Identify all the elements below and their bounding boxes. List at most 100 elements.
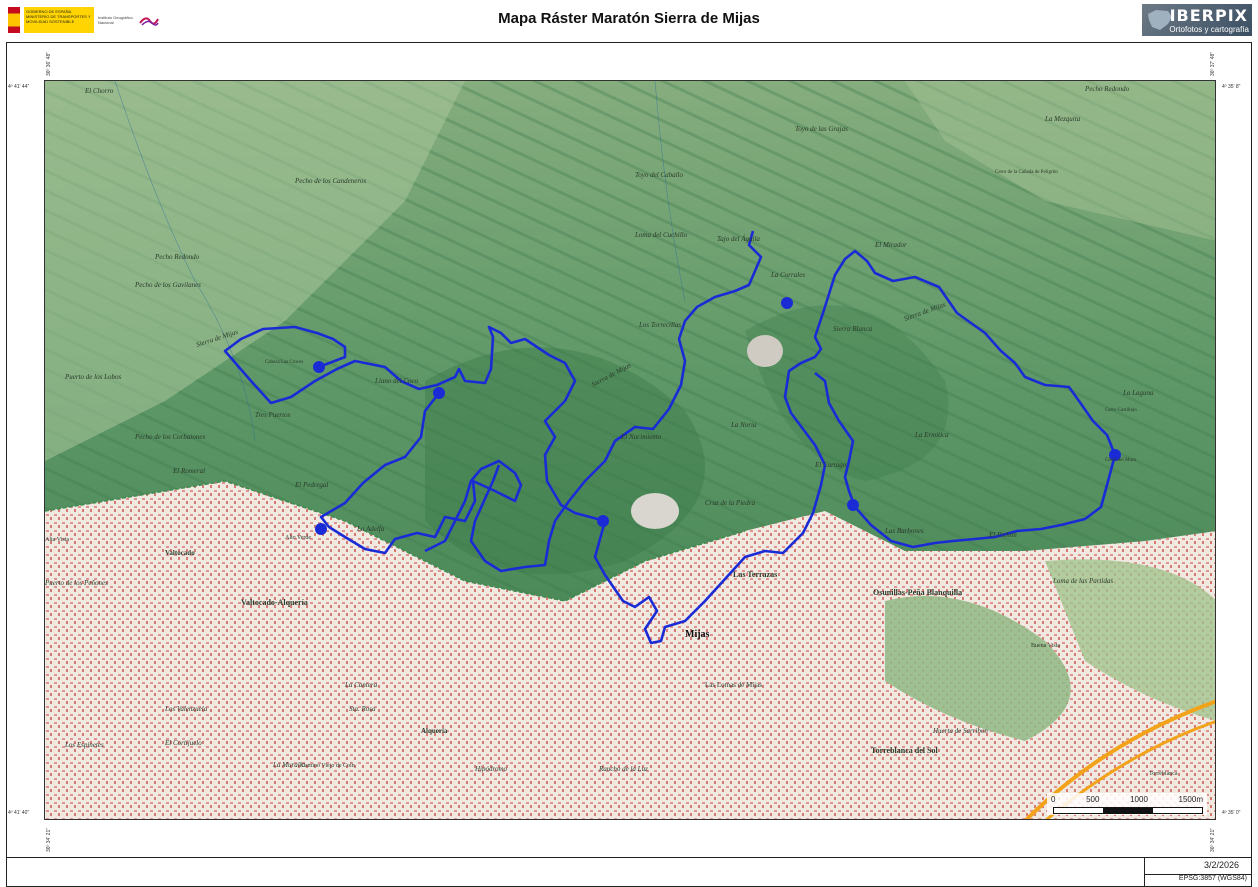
route-marker[interactable] xyxy=(315,523,327,535)
place-label: Alta Vista xyxy=(45,537,69,543)
map-viewport[interactable]: El Chorro Pecho de los Candeneros Toyo d… xyxy=(44,80,1216,820)
place-label: Pecho de los Candeneros xyxy=(294,177,366,185)
place-label: Las Terrazas xyxy=(733,570,777,579)
scale-label: 500 xyxy=(1086,795,1100,804)
terrain-light-nw xyxy=(45,81,465,461)
place-label: Cruz de la Piedra xyxy=(705,499,755,507)
place-labels: El Chorro Pecho de los Candeneros Toyo d… xyxy=(45,85,1178,777)
terrain-light-ne xyxy=(905,81,1215,241)
map-frame xyxy=(6,42,1252,858)
place-label: Pecho Redondo xyxy=(1084,85,1130,93)
place-label: Llano del Coco xyxy=(374,377,419,385)
place-label: El Nacimiento xyxy=(620,433,662,441)
place-label: Torreblanca del Sol xyxy=(871,746,938,755)
place-label: Loma de las Partidas xyxy=(1052,577,1113,585)
coord-left-top: 4º 41' 44" xyxy=(8,84,30,90)
green-patch-2 xyxy=(1045,559,1215,721)
place-label: Las Barbones xyxy=(884,527,924,535)
place-label: Rancho de la Luz xyxy=(598,765,648,773)
route-marker[interactable] xyxy=(847,499,859,511)
place-label: Toyo de las Grajas xyxy=(795,125,848,133)
coord-bottom-right-lat: 36º 34' 21" xyxy=(1210,827,1216,852)
scale-label: 1000 xyxy=(1130,795,1148,804)
route-path-central[interactable] xyxy=(469,230,763,573)
place-label: Torreblanca xyxy=(1149,771,1178,777)
place-label: El Pedregal xyxy=(294,481,328,489)
page-title: Mapa Ráster Maratón Sierra de Mijas xyxy=(498,10,760,27)
route-path[interactable] xyxy=(223,249,1117,645)
coord-left-bottom: 4º 41' 40" xyxy=(8,810,30,816)
green-patch xyxy=(885,596,1071,741)
coord-right-bottom: 4º 35' 0" xyxy=(1222,810,1241,816)
motorway-road xyxy=(1024,699,1215,819)
ign-text: Instituto Geográfico Nacional xyxy=(98,15,133,25)
place-label: El Cortijuelo xyxy=(164,739,202,747)
place-label: Valtocado xyxy=(165,549,195,557)
ministry-text: MINISTERIO DE TRANSPORTES Y MOVILIDAD SO… xyxy=(26,14,91,24)
urban-area xyxy=(45,481,1215,819)
quarry xyxy=(631,493,679,529)
place-label: Las Lomas de Mijas xyxy=(705,681,762,689)
raster-map: El Chorro Pecho de los Candeneros Toyo d… xyxy=(45,81,1215,819)
municipal-boundary xyxy=(45,480,746,602)
iberpix-logo-subtitle: Ortofotos y cartografía xyxy=(1169,25,1249,34)
route-path-west[interactable] xyxy=(319,392,523,555)
quarry-2 xyxy=(747,335,783,367)
gov-text: GOBIERNO DE ESPAÑA xyxy=(26,9,72,14)
place-label: La Cantera xyxy=(344,681,378,689)
route-marker[interactable] xyxy=(433,387,445,399)
place-label: Pecho de los Corbatones xyxy=(134,433,205,441)
place-label: El Cartago xyxy=(814,461,847,469)
coord-bottom-left-lat: 36º 34' 21" xyxy=(46,827,52,852)
scale-bar-segments xyxy=(1053,807,1203,814)
place-label: El Pichón xyxy=(988,531,1017,539)
route-marker[interactable] xyxy=(1109,449,1121,461)
place-label: La Muralla xyxy=(272,761,306,769)
government-logo: GOBIERNO DE ESPAÑA MINISTERIO DE TRANSPO… xyxy=(8,6,176,34)
spain-flag-icon xyxy=(8,7,20,33)
place-label: Cerro Castillejo xyxy=(1105,408,1137,413)
coord-top-right-lat: 36º 37' 48" xyxy=(1210,51,1216,76)
place-label: Cerro de la Cañada de Peligrito xyxy=(995,170,1058,175)
place-label: Alto Verde xyxy=(285,535,311,541)
map-footer: 3/2/2026 EPSG:3857 (WGS84) xyxy=(6,858,1252,887)
coord-top-left-lat: 36º 36' 48" xyxy=(46,51,52,76)
footer-info-box: 3/2/2026 EPSG:3857 (WGS84) xyxy=(1144,858,1251,886)
scale-label: 0 xyxy=(1051,795,1056,804)
terrain-dark-valley-2 xyxy=(745,305,949,481)
cnig-logo-icon xyxy=(139,17,159,26)
route-marker[interactable] xyxy=(313,361,325,373)
place-label: Osunillas-Peña Blanquilla xyxy=(873,588,962,597)
place-label: La Adelfa xyxy=(356,525,385,533)
place-label: Los Espinetes xyxy=(64,741,104,749)
place-label: Los Torrecillas xyxy=(638,321,681,329)
place-label: Puerto de los Lobos xyxy=(64,373,121,381)
place-label: Buena Vista xyxy=(1031,643,1060,649)
place-label: Sta. Rosa xyxy=(349,705,376,713)
stream xyxy=(114,81,256,442)
stream-2 xyxy=(654,81,686,302)
footer-date: 3/2/2026 xyxy=(1203,860,1239,870)
route-marker[interactable] xyxy=(597,515,609,527)
coord-right-top: 4º 35' 8" xyxy=(1222,84,1241,90)
place-label: Loma del Cuchillo xyxy=(634,231,688,239)
route-marker[interactable] xyxy=(781,297,793,309)
map-header: GOBIERNO DE ESPAÑA MINISTERIO DE TRANSPO… xyxy=(0,0,1258,40)
place-label: La Corrales xyxy=(770,271,805,279)
scale-label: 1500m xyxy=(1178,795,1203,804)
place-label: Alquería xyxy=(421,727,448,735)
place-label: Tajo del Águila xyxy=(717,235,760,243)
place-label: Toyo del Caballo xyxy=(635,171,683,179)
place-label: Pecho Redondo xyxy=(154,253,200,261)
place-label: Valtocado-Alquería xyxy=(241,598,308,607)
place-label: Pecho de los Gavilanes xyxy=(134,281,201,289)
place-label: La Ermitica xyxy=(914,431,949,439)
place-label: Huerta de Sarribon xyxy=(932,727,988,735)
iberia-silhouette-icon xyxy=(1148,10,1172,30)
place-label: Los Valenzuela xyxy=(164,705,208,713)
place-label: Cabeza Las Cruces xyxy=(265,360,303,365)
iberpix-logo-text: IBERPIX xyxy=(1169,6,1248,25)
place-label: Sierra Blanca xyxy=(833,325,873,333)
iberpix-logo: IBERPIX Ortofotos y cartografía xyxy=(1142,4,1252,36)
place-label: El Romeral xyxy=(172,467,205,475)
